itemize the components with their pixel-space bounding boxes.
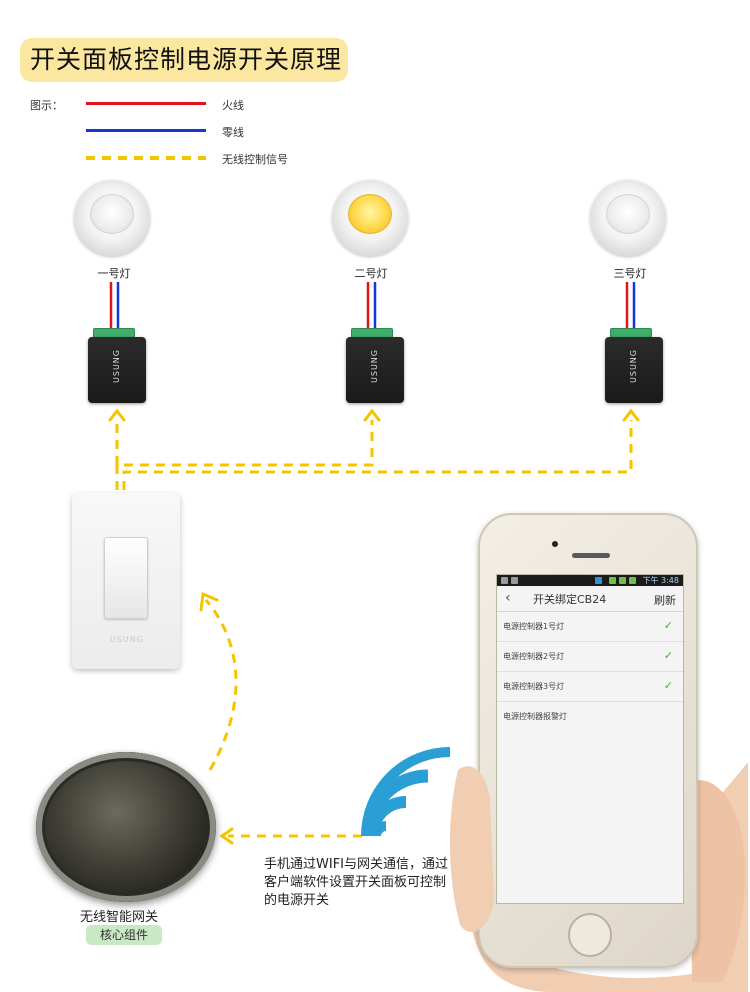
phone-camera: [552, 541, 558, 547]
list-item[interactable]: 电源控制器1号灯 ✓: [497, 612, 683, 642]
lamp-2-wires: [366, 282, 377, 328]
gateway-to-switch-arrowhead: [199, 591, 219, 612]
legend-live-wire-line: [86, 102, 206, 105]
list-item[interactable]: 电源控制器报警灯: [497, 702, 683, 732]
app-header: ‹ 开关绑定CB24 刷新: [497, 586, 683, 612]
legend-prefix: 图示：: [30, 99, 63, 112]
legend-live-wire-label: 火线: [222, 99, 244, 112]
home-button[interactable]: [568, 913, 612, 957]
list-item-label: 电源控制器1号灯: [503, 622, 565, 631]
battery-icon: [629, 577, 636, 584]
lamp-3-bulb-icon: [590, 180, 666, 256]
wifi-icon: [361, 747, 451, 837]
screen-title: 开关绑定CB24: [533, 593, 607, 606]
checkmark-icon: ✓: [663, 679, 673, 692]
power-module-2: USUNG: [346, 337, 404, 403]
gateway-to-switch-signal: [204, 599, 238, 771]
list-item[interactable]: 电源控制器2号灯 ✓: [497, 642, 683, 672]
legend-neutral-wire-label: 零线: [222, 126, 244, 139]
wall-switch-panel: USUNG: [72, 493, 180, 669]
power-module-3: USUNG: [605, 337, 663, 403]
lamp-3-wires: [625, 282, 636, 328]
core-component-badge: 核心组件: [86, 925, 162, 945]
page-title: 开关面板控制电源开关原理: [20, 38, 348, 82]
lamp-1-bulb-icon: [74, 180, 150, 256]
power-module-1: USUNG: [88, 337, 146, 403]
list-item[interactable]: 电源控制器3号灯 ✓: [497, 672, 683, 702]
lamp-1-wires: [109, 282, 120, 328]
lamp-3-label: 三号灯: [613, 267, 647, 280]
lamp-1-label: 一号灯: [97, 267, 131, 280]
gateway-label: 无线智能网关: [80, 910, 159, 925]
checkmark-icon: ✓: [663, 649, 673, 662]
refresh-button[interactable]: 刷新: [654, 594, 676, 607]
wifi-status-icon: [609, 577, 616, 584]
status-bar: 下午 3:48: [497, 575, 683, 586]
back-chevron-icon[interactable]: ‹: [505, 590, 511, 606]
lamp-2-bulb-icon: [332, 180, 408, 256]
list-item-label: 电源控制器3号灯: [503, 682, 565, 691]
switch-brand: USUNG: [110, 635, 144, 644]
switch-to-modules-signal: [115, 420, 633, 490]
bluetooth-icon: [595, 577, 602, 584]
list-item-label: 电源控制器报警灯: [503, 712, 567, 721]
legend-wireless-signal-label: 无线控制信号: [222, 153, 288, 166]
phone-screen: 下午 3:48 ‹ 开关绑定CB24 刷新 电源控制器1号灯 ✓ 电源控制器2号…: [496, 574, 684, 904]
smartphone: 下午 3:48 ‹ 开关绑定CB24 刷新 电源控制器1号灯 ✓ 电源控制器2号…: [478, 513, 698, 968]
smart-gateway-device: [36, 752, 216, 902]
signal-icon: [619, 577, 626, 584]
notification-icon: [511, 577, 518, 584]
switch-rocker: [104, 537, 148, 619]
checkmark-icon: ✓: [663, 619, 673, 632]
signal-arrowheads: [108, 408, 640, 422]
list-item-label: 电源控制器2号灯: [503, 652, 565, 661]
status-time: 下午 3:48: [642, 576, 679, 585]
phone-speaker: [572, 553, 610, 558]
usb-icon: [501, 577, 508, 584]
phone-to-gateway-arrowhead: [219, 827, 234, 845]
legend-neutral-wire-line: [86, 129, 206, 132]
legend-wireless-signal-line: [86, 156, 206, 160]
lamp-2-label: 二号灯: [354, 267, 388, 280]
wifi-caption: 手机通过WIFI与网关通信，通过客户端软件设置开关面板可控制的电源开关: [264, 857, 448, 908]
